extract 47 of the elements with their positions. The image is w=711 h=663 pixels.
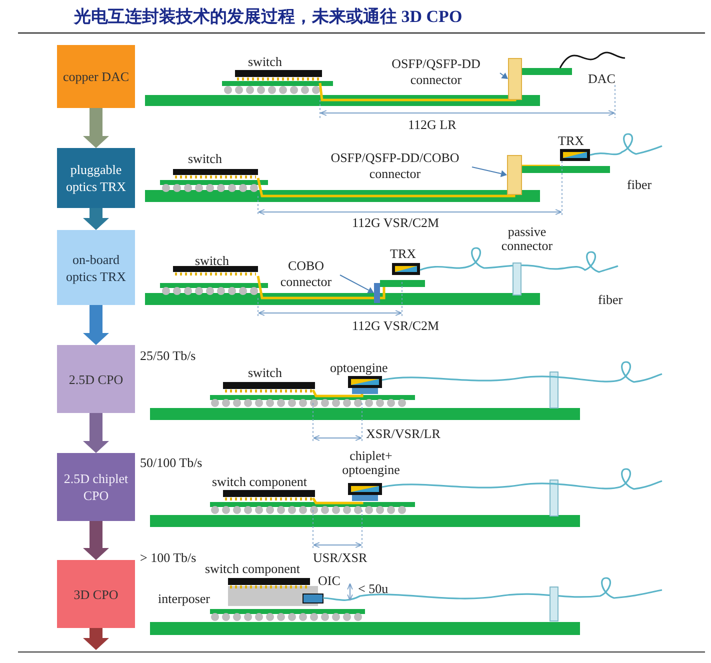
component-label: switch component — [205, 562, 300, 576]
component-label: fiber — [627, 178, 652, 192]
dimension-label: USR/XSR — [313, 551, 368, 565]
component-label: TRX — [558, 134, 584, 148]
component-label: switch — [248, 55, 282, 69]
callout-text: COBO connector — [272, 258, 340, 292]
dimension-label: 112G LR — [408, 118, 456, 132]
title: 光电互连封装技术的发展过程，未来或通往 3D CPO — [74, 6, 462, 28]
stage-box: 3D CPO — [57, 560, 135, 628]
component-label: switch component — [212, 475, 307, 489]
bandwidth-label: 25/50 Tb/s — [140, 349, 196, 363]
flow-arrow — [83, 305, 109, 345]
component-label: switch — [188, 152, 222, 166]
flow-arrow — [83, 208, 109, 230]
component-label: optoengine — [330, 361, 388, 375]
stage-box: copper DAC — [57, 45, 135, 108]
leader-line — [340, 274, 374, 294]
connector-block — [508, 58, 522, 100]
component-label: chiplet+ optoengine — [341, 449, 401, 477]
component-label: interposer — [158, 592, 210, 606]
callout-text: OSFP/QSFP-DD connector — [372, 56, 500, 90]
flow-arrow — [83, 628, 109, 650]
connector-block — [374, 283, 380, 303]
component-label: fiber — [598, 293, 623, 307]
flow-arrow — [83, 521, 109, 560]
flow-arrow — [83, 108, 109, 148]
component-label: OIC — [318, 574, 340, 588]
dimension-label: 112G VSR/C2M — [352, 216, 440, 230]
stage-box: 2.5D CPO — [57, 345, 135, 413]
dimension-label: XSR/VSR/LR — [366, 427, 440, 441]
bandwidth-label: 50/100 Tb/s — [140, 456, 202, 470]
flow-arrow — [83, 413, 109, 453]
dimension-label: < 50u — [358, 582, 388, 596]
stage-box: pluggable optics TRX — [57, 148, 135, 208]
connector-block — [507, 155, 522, 195]
component-label: TRX — [390, 247, 416, 261]
component-label: switch — [248, 366, 282, 380]
stage-box: 2.5D chiplet CPO — [57, 453, 135, 521]
stage-box: on-board optics TRX — [57, 230, 135, 305]
component-label: passive connector — [500, 225, 554, 253]
bandwidth-label: > 100 Tb/s — [140, 551, 196, 565]
leader-line — [500, 72, 508, 79]
callout-text: OSFP/QSFP-DD/COBO connector — [318, 150, 472, 184]
leader-line — [472, 166, 507, 178]
component-label: switch — [195, 254, 229, 268]
component-label: DAC — [588, 72, 616, 86]
dimension-label: 112G VSR/C2M — [352, 319, 440, 333]
